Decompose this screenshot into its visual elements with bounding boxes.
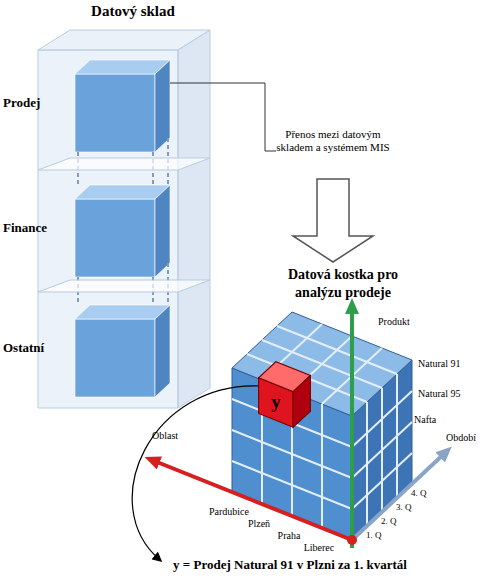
cube-front (75, 74, 155, 152)
transfer-text: Přenos mezi datovým skladem a systémem M… (276, 128, 390, 153)
member-label: Pardubice (189, 506, 269, 517)
period-axis (352, 452, 446, 540)
column-top (38, 30, 210, 50)
cube-outline (75, 185, 170, 277)
column-side (178, 30, 210, 408)
member-label: 4. Q (411, 489, 427, 499)
member-label: 3. Q (396, 503, 412, 513)
grid-line (381, 388, 383, 512)
cell-group (259, 362, 311, 428)
axis-title: Produkt (378, 316, 410, 327)
cell-outline (255, 360, 315, 430)
leader-arrow (132, 386, 262, 560)
grid-line (396, 374, 398, 498)
cube-left-face (232, 368, 352, 540)
cube-top (75, 305, 170, 319)
grid-line (321, 404, 323, 528)
region-axis (152, 460, 352, 540)
grid-line (352, 422, 412, 478)
product-axis (350, 306, 354, 548)
cube-side (155, 305, 170, 397)
member-label: Natural 95 (418, 388, 461, 399)
warehouse-column: Datový skladProdejFinanceOstatní (38, 30, 210, 408)
grid-line (277, 326, 397, 374)
member-label: Plzeň (219, 518, 299, 529)
member-label: Liberec (279, 542, 359, 553)
cube-front (75, 319, 155, 397)
member-label: 2. Q (381, 517, 397, 527)
cube-side (155, 60, 170, 152)
member-label: Natural 91 (418, 358, 461, 369)
data-mart-cube: Finance (75, 185, 170, 277)
cell-symbol: y (271, 391, 281, 413)
axis-origin (347, 535, 357, 545)
column-front (38, 50, 178, 408)
caption-text: y = Prodej Natural 91 v Plzni za 1. kvar… (140, 557, 440, 573)
data-mart-cube: Ostatní (75, 305, 170, 397)
grid-line (232, 461, 352, 509)
grid-line (366, 402, 368, 526)
cube-side (155, 185, 170, 277)
cube-outline (75, 60, 170, 152)
cube-heading: Datová kostka pro analýzu prodeje (265, 266, 421, 301)
member-label: Nafta (414, 414, 436, 425)
cube-top (75, 185, 170, 199)
axis-title: Období (446, 432, 476, 443)
member-label: Praha (249, 530, 329, 541)
member-label: 1. Q (366, 531, 382, 541)
cell-side (293, 376, 310, 428)
cube-right-face (352, 360, 412, 540)
mart-label: Ostatní (3, 341, 44, 356)
cube-top (75, 60, 170, 74)
cube-front (75, 199, 155, 277)
cube-outline (75, 305, 170, 397)
mart-label: Finance (3, 221, 47, 236)
selected-cell: y (255, 360, 315, 430)
grid-line (232, 430, 352, 478)
grid-line (352, 391, 412, 447)
grid-line (352, 453, 412, 509)
flow-arrow (293, 179, 373, 262)
grid-line (322, 348, 382, 404)
warehouse-title: Datový sklad (78, 3, 188, 20)
mart-label: Prodej (3, 96, 40, 111)
data-mart-cube: Prodej (75, 60, 170, 152)
axis-title: Oblast (152, 430, 178, 441)
cube-grid (232, 324, 412, 528)
data-cube: Datová kostka pro analýzu prodeje y (140, 262, 480, 552)
transfer-note: Přenos mezi datovým skladem a systémem M… (276, 126, 390, 176)
